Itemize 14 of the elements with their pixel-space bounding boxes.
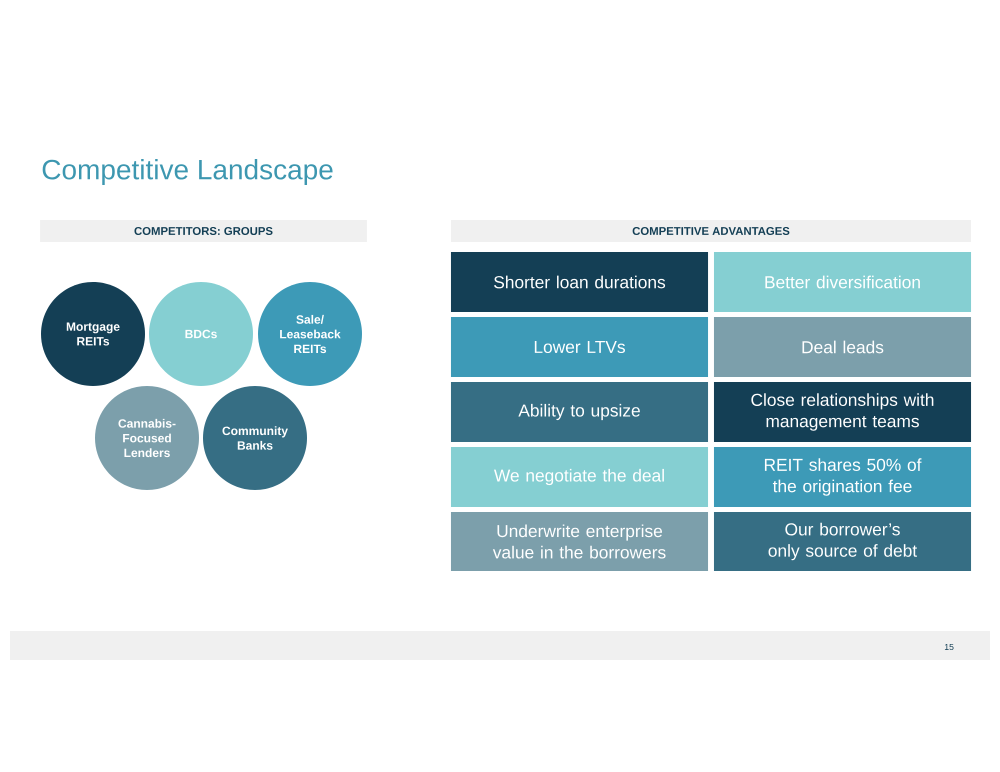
advantage-cell: Close relationships with management teams <box>714 382 972 442</box>
section-header: COMPETITIVE ADVANTAGES <box>451 220 971 242</box>
advantage-cell: Underwrite enterprise value in the borrowers <box>450 512 708 571</box>
advantage-cell: Ability to upsize <box>450 382 708 442</box>
advantage-cell: Shorter loan durations <box>450 252 708 312</box>
slide-title: Competitive Landscape <box>42 158 333 186</box>
advantage-cell: REIT shares 50% of the origination fee <box>714 447 972 507</box>
page-number: 15 <box>944 644 954 650</box>
section-header: COMPETITORS: GROUPS <box>40 220 367 242</box>
advantage-cell: Our borrower’s only source of debt <box>714 512 972 571</box>
advantage-cell: Better diversification <box>714 252 972 312</box>
advantage-cell: Deal leads <box>714 317 972 377</box>
advantage-cell: Lower LTVs <box>450 317 708 377</box>
advantage-cell: We negotiate the deal <box>450 447 708 507</box>
